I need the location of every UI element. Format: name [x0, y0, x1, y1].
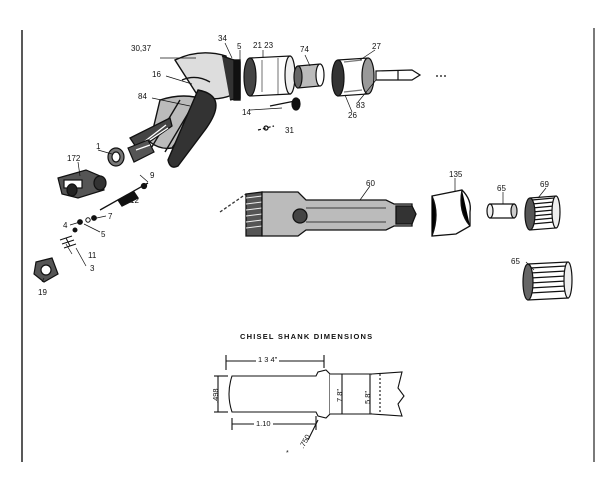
- callout-135: 135: [449, 170, 463, 179]
- callout-65-lower: 65: [511, 257, 520, 266]
- cylinder-part: [243, 55, 296, 97]
- barrel-60-part: [219, 191, 417, 237]
- pin-65-part: [486, 203, 518, 219]
- sleeve-135-part: [431, 189, 471, 237]
- callout-19: 19: [38, 288, 47, 297]
- cap-part: [33, 257, 59, 283]
- spring-69-part: [524, 195, 561, 231]
- footnote-mark: *: [286, 450, 289, 457]
- handle-housing-part: [149, 52, 241, 168]
- dimension-length-1-10: 1.10: [254, 419, 273, 428]
- callout-34: 34: [218, 34, 227, 43]
- retainer-part: [331, 57, 375, 97]
- callout-31: 31: [285, 126, 294, 135]
- callout-30-37: 30,37: [131, 44, 152, 53]
- callout-27: 27: [372, 42, 381, 51]
- callout-21-23: 21 23: [253, 41, 274, 50]
- callout-3: 3: [90, 264, 95, 273]
- dimension-shank: 5 8": [363, 390, 372, 404]
- spring-65-part: [522, 261, 573, 301]
- dimension-overall-length: 1 3 4": [256, 355, 280, 364]
- callout-4: 4: [63, 221, 68, 230]
- callout-9: 9: [150, 171, 155, 180]
- callout-5-lower: 5: [101, 230, 106, 239]
- callout-16: 16: [152, 70, 161, 79]
- callout-83: 83: [356, 101, 365, 110]
- diagram-section-title: CHISEL SHANK DIMENSIONS: [240, 332, 374, 341]
- hose-connector-part: [57, 169, 107, 199]
- callout-74: 74: [300, 45, 309, 54]
- callout-65-upper: 65: [497, 184, 506, 193]
- leader-lines: [41, 42, 547, 283]
- fitting-part: [107, 147, 125, 167]
- callout-5-top: 5: [237, 42, 242, 51]
- callout-1: 1: [96, 142, 101, 151]
- trigger-pin-part: [257, 97, 301, 131]
- callout-12: 12: [130, 196, 139, 205]
- callout-11: 11: [88, 251, 97, 260]
- callout-84: 84: [138, 92, 147, 101]
- throttle-rod-part: [99, 182, 149, 211]
- dimension-collar: 7 8": [335, 388, 344, 402]
- dimension-diameter: .498: [211, 388, 220, 403]
- callout-60: 60: [366, 179, 375, 188]
- chisel-shank-drawing: [214, 355, 405, 441]
- valve-part: [127, 139, 155, 163]
- callout-26: 26: [348, 111, 357, 120]
- callout-7: 7: [108, 212, 113, 221]
- callout-172: 172: [67, 154, 81, 163]
- callout-14: 14: [242, 108, 251, 117]
- callout-69: 69: [540, 180, 549, 189]
- chisel-tip-part: [375, 69, 446, 81]
- piston-part: [293, 63, 325, 89]
